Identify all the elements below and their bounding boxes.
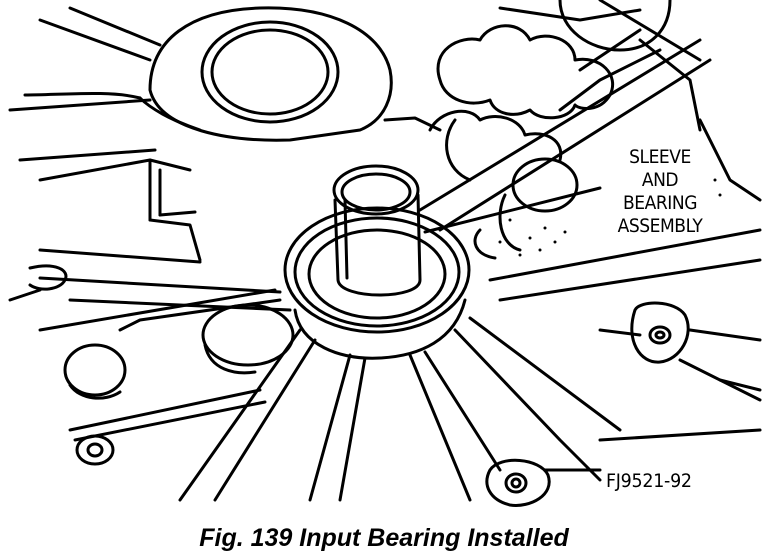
upper-boss	[138, 6, 442, 142]
callout-line-2: AND	[641, 169, 679, 191]
lower-left-bosses	[63, 303, 295, 400]
radial-ribs	[38, 288, 622, 502]
callout-line-3: BEARING	[622, 192, 698, 214]
bottom-bolt-hole	[485, 458, 602, 507]
figure-code: FJ9521-92	[606, 470, 692, 492]
left-webbing	[8, 6, 292, 312]
upper-right-lobes	[428, 0, 702, 182]
transmission-case-illustration	[8, 0, 762, 507]
stipple-texture	[498, 178, 722, 257]
callout-leader-line	[423, 186, 602, 234]
right-round-boss	[473, 157, 579, 260]
sleeve-bearing-callout: SLEEVE AND BEARING ASSEMBLY	[597, 146, 723, 238]
figure-caption: Fig. 139 Input Bearing Installed	[199, 524, 569, 552]
callout-line-4: ASSEMBLY	[617, 215, 703, 237]
callout-line-1: SLEEVE	[629, 146, 691, 168]
lower-left-bolt	[68, 388, 267, 466]
input-sleeve	[332, 164, 422, 297]
right-rib	[418, 38, 762, 302]
right-edge	[598, 118, 762, 442]
bearing-bore	[283, 206, 471, 360]
